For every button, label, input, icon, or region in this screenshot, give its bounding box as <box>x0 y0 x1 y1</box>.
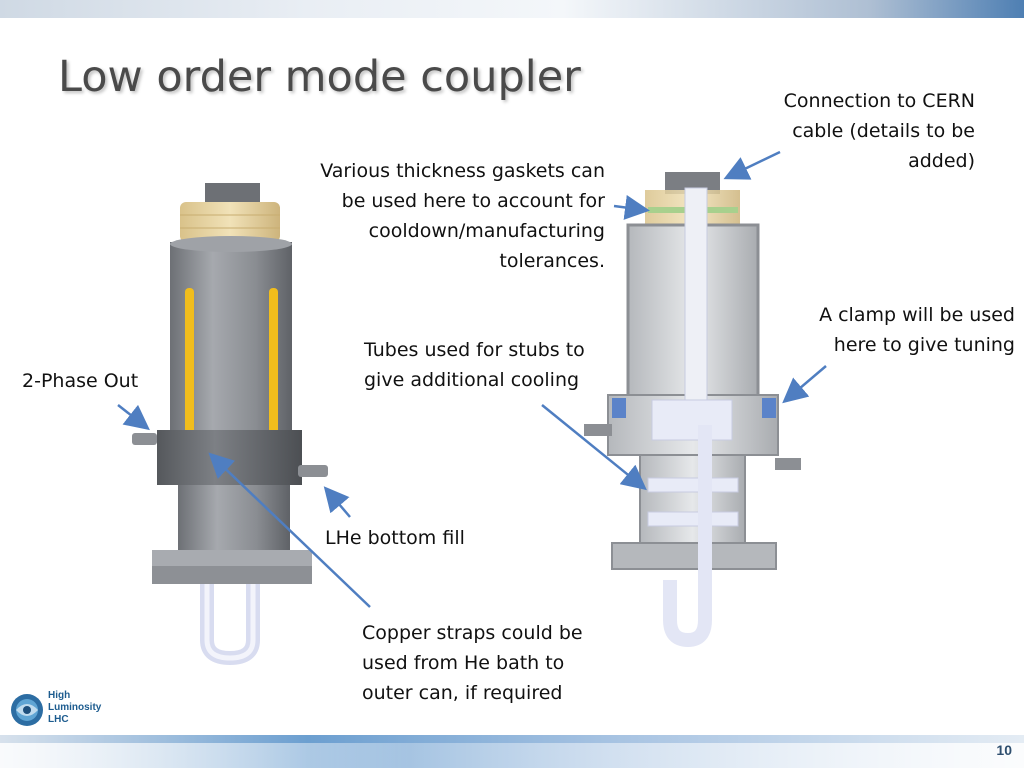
callout-arrows <box>117 150 827 608</box>
section-loop-tube <box>663 425 712 648</box>
left-coupler-assembly <box>132 183 328 666</box>
right-coupler-section <box>584 172 801 648</box>
top-connector-stub <box>205 183 260 205</box>
label-gaskets: Various thickness gaskets can be used he… <box>320 160 605 272</box>
lower-body <box>178 485 290 550</box>
top-decor-band <box>0 0 1024 18</box>
hilumi-logo-text: High Luminosity LHC <box>48 690 102 725</box>
copper-strap-left <box>185 288 194 453</box>
page-number: 10 <box>996 742 1012 758</box>
arrow-cern-connection <box>723 150 781 180</box>
hilumi-logo-icon <box>11 694 43 726</box>
helium-vessel-ring <box>157 430 302 485</box>
label-clamp: A clamp will be used here to give tuning <box>819 304 1015 356</box>
slide-title: Low order mode coupler <box>58 52 581 102</box>
arrow-tubes <box>541 404 647 491</box>
label-copper-straps: Copper straps could be used from He bath… <box>362 622 583 704</box>
label-lhe-bottom-fill: LHe bottom fill <box>325 527 465 549</box>
inner-conductor <box>684 187 708 429</box>
gasket-stack <box>180 202 280 242</box>
section-flange <box>611 542 777 570</box>
arrow-gaskets <box>613 195 650 220</box>
label-two-phase-out: 2-Phase Out <box>22 370 139 392</box>
arrow-clamp <box>782 365 827 404</box>
bottom-flange <box>152 550 312 568</box>
lhe-fill-pipe <box>298 465 328 477</box>
bottom-loop-tube <box>200 584 260 666</box>
copper-strap-right <box>269 288 278 453</box>
arrow-copper-straps <box>208 452 371 608</box>
clamp-left <box>612 398 626 418</box>
hilumi-logo: High Luminosity LHC <box>10 690 120 734</box>
arrow-lhe-fill <box>323 486 351 518</box>
arrow-two-phase <box>117 404 150 431</box>
two-phase-out-pipe <box>132 433 157 445</box>
section-lower-body <box>639 454 746 544</box>
label-cern-connection: Connection to CERN cable (details to be … <box>783 90 975 172</box>
label-tubes: Tubes used for stubs to give additional … <box>364 339 585 391</box>
clamp-right <box>762 398 776 418</box>
